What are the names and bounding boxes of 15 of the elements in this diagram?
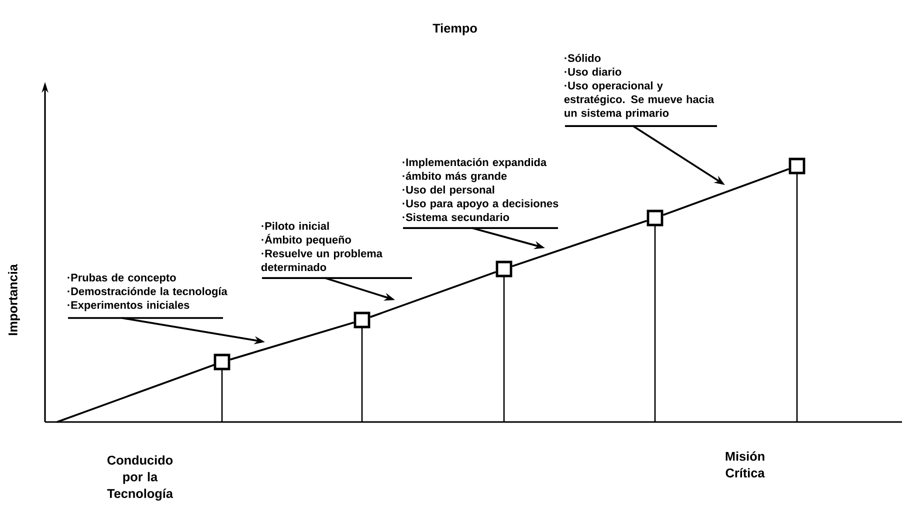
callout-text: ·Prubas de concepto ·Demostraciónde la tecnología ·Experimentos iniciales — [68, 273, 228, 319]
square-marker — [214, 354, 230, 370]
trend-line — [230, 322, 354, 360]
square-marker — [496, 260, 512, 278]
trend-line — [512, 220, 648, 268]
axis-label: Misión Crítica — [726, 451, 765, 478]
trend-line — [662, 168, 790, 216]
axis-label: Conducido por la Tecnología — [107, 455, 174, 501]
square-marker — [646, 210, 664, 226]
trend-line — [370, 271, 496, 318]
axis-label: Importancia — [8, 264, 20, 336]
square-marker — [354, 312, 370, 328]
axis-label: Tiempo — [432, 23, 477, 36]
callout-text: ·Sólido ·Uso diario ·Uso operacional y estratégico. Se mueve hacia un sistema primario — [564, 54, 717, 127]
square-marker — [788, 158, 806, 174]
